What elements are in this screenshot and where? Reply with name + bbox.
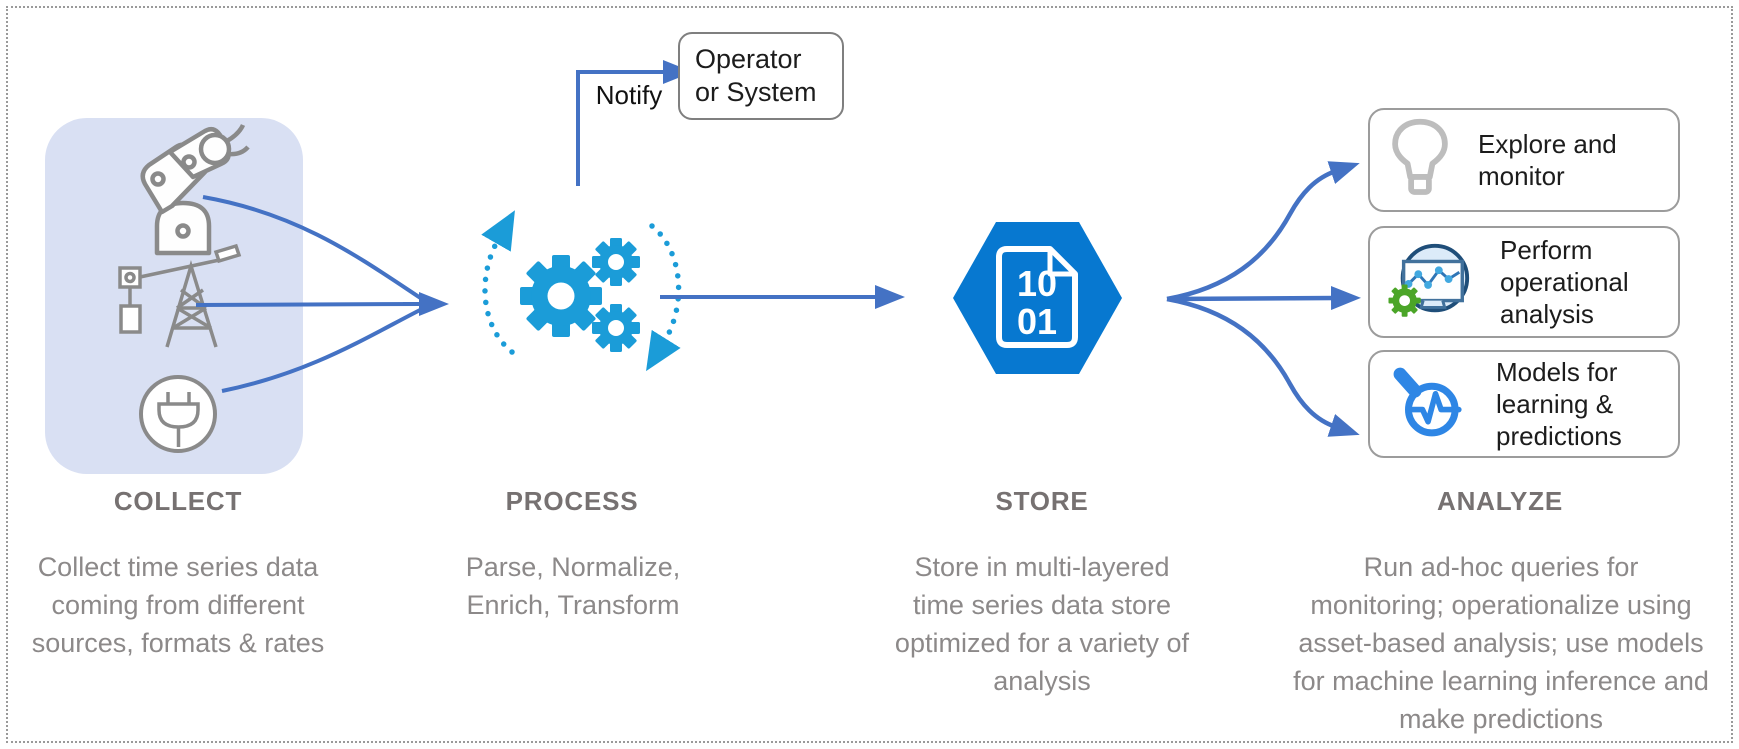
- analyze-title: ANALYZE: [1437, 486, 1563, 516]
- notify-arrow: [576, 60, 693, 186]
- store-description: Store in multi-layered time series data …: [894, 552, 1190, 696]
- analyze-option-explore: Explore and monitor: [1368, 108, 1680, 212]
- model-search-icon: [1393, 367, 1462, 437]
- diagram-border: [6, 6, 1733, 743]
- process-title: PROCESS: [505, 486, 639, 516]
- collect-to-process-arrows: [195, 195, 449, 393]
- collect-description: Collect time series data coming from dif…: [31, 552, 325, 658]
- collect-title: COLLECT: [113, 486, 243, 516]
- analyze-description: Run ad-hoc queries for monitoring; opera…: [1293, 552, 1709, 734]
- operator-system-label: Operator or System: [695, 44, 817, 107]
- notify-label: Notify: [595, 80, 663, 110]
- analyze-option-models: Models for learning & predictions: [1368, 350, 1680, 458]
- power-plug-icon: [139, 375, 217, 453]
- process-description: Parse, Normalize, Enrich, Transform: [465, 552, 681, 620]
- robot-arm-icon: [140, 123, 250, 256]
- analyze-option-label: Models for learning & predictions: [1496, 357, 1622, 451]
- analyze-option-label: Explore and monitor: [1478, 129, 1617, 191]
- cycle-arrow-left: [481, 210, 515, 355]
- store-binary-line1: 10: [1017, 263, 1057, 304]
- green-gear-icon: [1388, 284, 1421, 317]
- store-hexagon-icon: 10 01: [953, 222, 1122, 374]
- store-title: STORE: [995, 486, 1089, 516]
- cycle-arrow-right: [646, 223, 682, 372]
- oil-derrick-icon: [118, 243, 242, 348]
- analyze-option-label: Perform operational analysis: [1500, 235, 1629, 329]
- operational-analysis-icon: [1388, 243, 1470, 317]
- analyze-option-operational: Perform operational analysis: [1368, 226, 1680, 338]
- lightbulb-icon: [1392, 118, 1448, 195]
- operator-system-box: Operator or System: [678, 32, 844, 120]
- process-gears-icon: [481, 210, 682, 372]
- store-to-analyze-arrows: [1166, 161, 1361, 437]
- store-binary-line2: 01: [1017, 301, 1057, 342]
